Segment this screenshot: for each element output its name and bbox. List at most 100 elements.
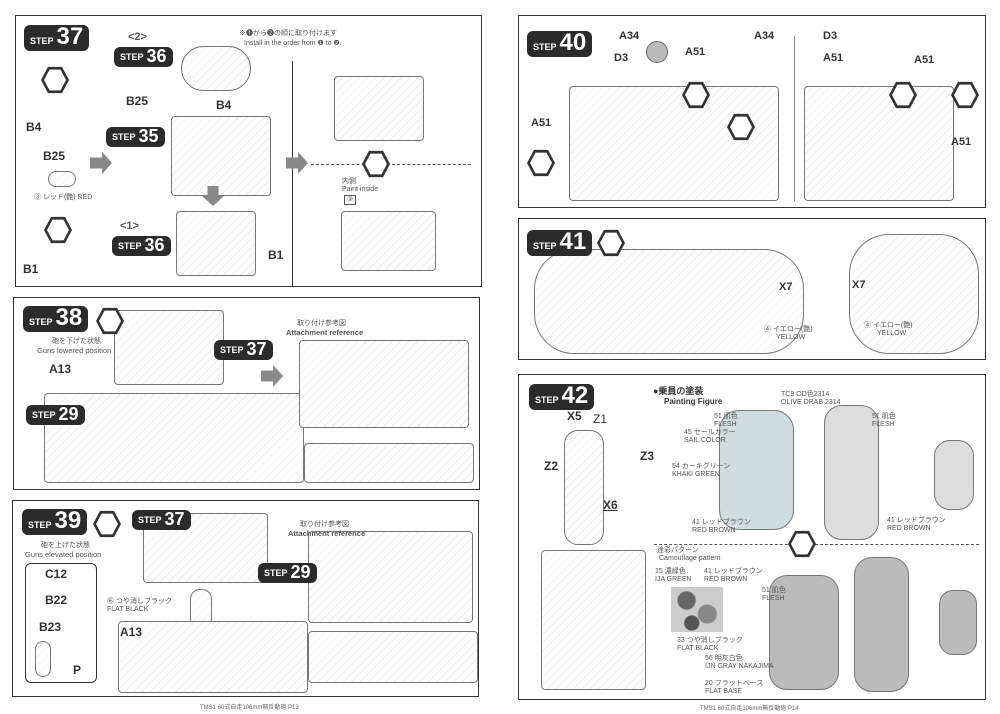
inside-label-en: Paint inside [342,186,379,193]
part-label: B23 [39,620,62,634]
hull-drawing [118,621,308,693]
part-label: B1 [23,262,39,276]
assembly-underside-view [341,211,436,271]
turret-drawing [181,46,251,91]
position-label-jp: 砲を上げた状態 [41,542,90,549]
part-label: D3 [823,30,838,42]
ref-label-jp: 取り付け参考図 [300,521,349,528]
hull-drawing [569,86,779,201]
paint-code: ③ [344,195,357,205]
position-label-jp: 砲を下げた状態 [52,338,101,345]
camo-figure-back-drawing [939,590,977,655]
attachment-reference-iso [308,531,473,623]
assembly-top-view [334,76,424,141]
hull-drawing [804,86,954,201]
part-hex-icon [727,113,755,141]
part-label: P [73,663,82,677]
inside-label: 内側 [342,178,356,185]
note-en: Install in the order from ❶ to ❷. [244,40,342,47]
track-drawing [534,249,804,354]
ref-label-en: Attachment reference [288,529,366,538]
part-hex-icon [951,81,979,109]
part-hex-icon [41,66,69,94]
arrow-icon [261,365,283,387]
sub-label: <2> [128,31,147,43]
camo-title-jp: 迷彩パターン [657,547,699,554]
sub-label: <1> [120,220,139,232]
part-label: A34 [754,30,775,42]
paint-callout: ④ イエロー(艶) [764,326,813,333]
part-label: A34 [619,30,640,42]
part-label: B1 [268,248,284,262]
part-label: B4 [26,120,42,134]
section-title-jp: ●乗員の塗装 [653,386,704,396]
position-label-en: Guns lowered position [37,346,112,355]
attachment-reference-side [304,443,474,483]
section-title-en: Painting Figure [664,397,723,406]
part-label: Z3 [640,449,655,463]
standing-figure-drawing [824,405,879,540]
paint-callout: ④ イエロー(艶) [864,322,913,329]
paint-callout-en: YELLOW [877,330,907,337]
part-label: A13 [120,625,143,639]
footer-right: TMS1 60式自走106mm無反動砲 P14 [700,706,799,712]
footer-left: TMS1 60式自走106mm無反動砲 P13 [200,705,299,711]
arrow-icon [90,152,112,174]
part-label: Z2 [544,459,559,473]
assembly-drawing [176,211,256,276]
part-label: C12 [45,567,68,581]
figure-back-drawing [934,440,974,510]
part-label: X5 [567,409,582,423]
part-label: B4 [216,98,232,112]
reverse-view-hex-icon [597,229,625,257]
inset-box [25,563,97,683]
spring-drawing [35,641,51,677]
figure-parts-drawing [564,430,604,545]
part-label: A51 [531,117,552,129]
reverse-view-hex-icon [93,510,121,538]
track-drawing [849,234,979,354]
reverse-view-hex-icon [362,150,390,178]
note-jp: ※❶から❷の順に取り付けます [239,30,337,37]
divider [794,36,795,201]
standing-camo-figure-drawing [854,557,909,692]
part-label: A51 [823,52,844,64]
part-label: A13 [49,362,72,376]
part-label: A51 [951,136,972,148]
position-label-en: Guns elevated position [25,550,102,559]
seated-figure-drawing [719,410,794,530]
part-b25-drawing [48,171,76,187]
part-label: X7 [852,279,866,291]
part-hex-icon [44,216,72,244]
paint-callout: ⑯ つや消しブラック FLAT BLACK [107,598,172,613]
paint-callout: ③ レッド(艶) RED [34,194,93,201]
attachment-reference-iso [299,340,469,428]
camo-swatch [671,587,723,632]
reverse-view-hex-icon [889,81,917,109]
paint-callout-en: YELLOW [776,334,806,341]
